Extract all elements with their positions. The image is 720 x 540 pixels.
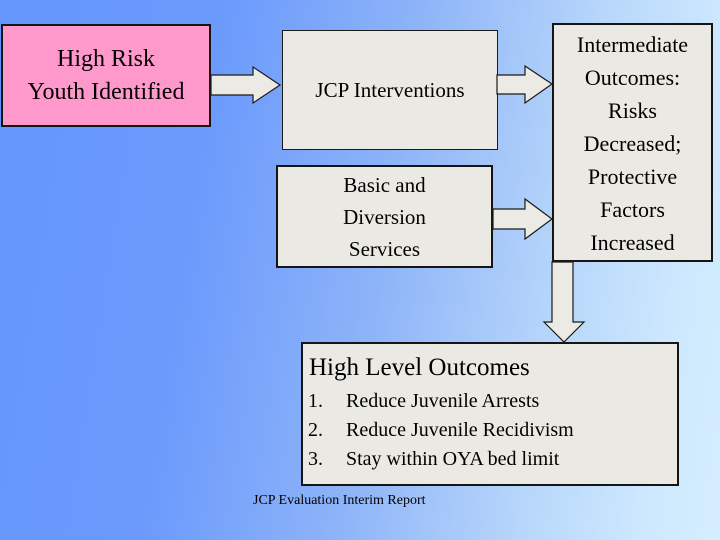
basic-diversion-services-label: Basic and Diversion Services: [343, 172, 426, 261]
down-arrow-icon: [542, 261, 586, 343]
box-basic-diversion-services: Basic and Diversion Services: [276, 165, 493, 268]
box-jcp-interventions: JCP Interventions: [282, 30, 498, 150]
intermediate-outcomes-label: Intermediate Outcomes: Risks Decreased; …: [576, 32, 689, 255]
box-high-level-outcomes: High Level Outcomes 1. Reduce Juvenile A…: [301, 342, 679, 486]
high-risk-youth-label: High Risk Youth Identified: [27, 45, 185, 105]
box-intermediate-outcomes: Intermediate Outcomes: Risks Decreased; …: [552, 23, 713, 262]
list-item: 2. Reduce Juvenile Recidivism: [308, 416, 671, 445]
high-level-outcomes-title: High Level Outcomes: [309, 354, 530, 381]
right-arrow-icon: [496, 64, 554, 105]
list-item-number: 2.: [308, 419, 323, 441]
list-item-text: Reduce Juvenile Recidivism: [346, 419, 574, 441]
right-arrow-icon: [210, 65, 282, 105]
list-item: 3. Stay within OYA bed limit: [308, 445, 671, 474]
footer-caption: JCP Evaluation Interim Report: [253, 493, 426, 508]
list-item-text: Reduce Juvenile Arrests: [346, 390, 540, 412]
list-item: 1. Reduce Juvenile Arrests: [308, 387, 671, 416]
list-item-text: Stay within OYA bed limit: [346, 448, 560, 470]
list-item-number: 3.: [308, 448, 323, 470]
right-arrow-icon: [492, 197, 554, 241]
box-high-risk-youth: High Risk Youth Identified: [1, 24, 211, 127]
list-item-number: 1.: [308, 390, 323, 412]
jcp-interventions-label: JCP Interventions: [315, 77, 465, 102]
